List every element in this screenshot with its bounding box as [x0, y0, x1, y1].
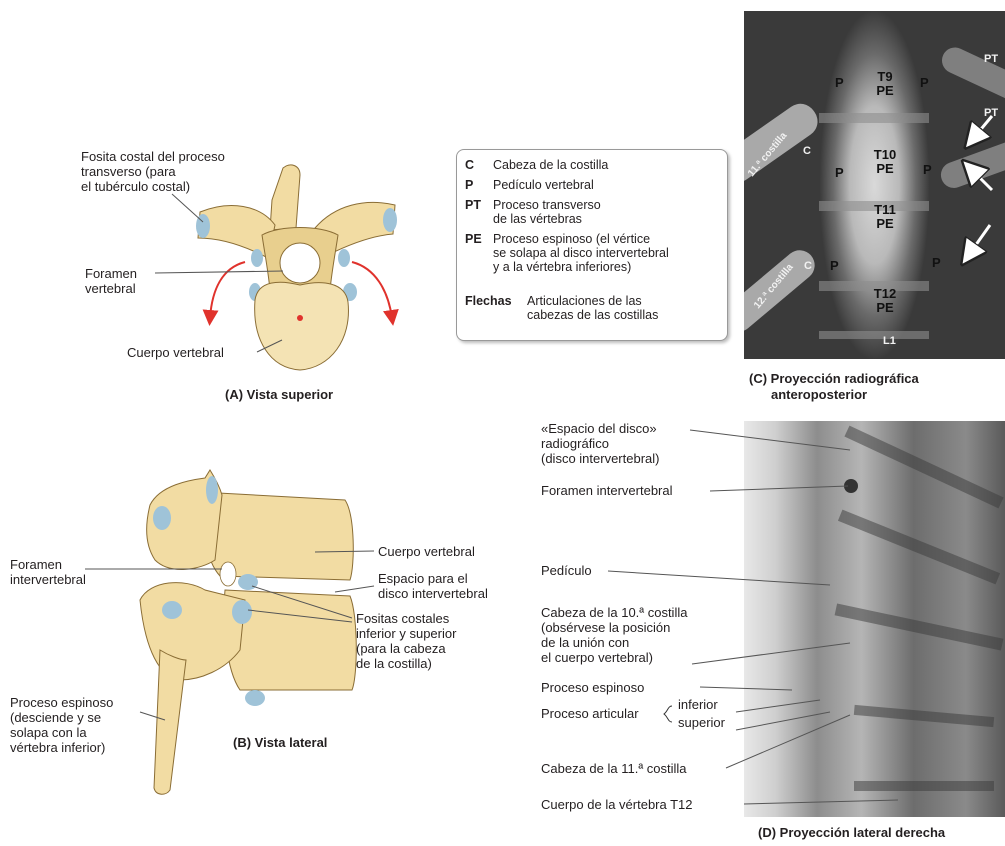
label-proceso-articular: Proceso articular [541, 706, 639, 721]
spinous-process-b [154, 650, 186, 794]
transverse-process-right [315, 202, 395, 258]
label-p-1: P [835, 76, 844, 90]
vertebral-foramen-shape [280, 243, 320, 283]
caption-panel-c: (C) Proyección radiográfica anteroposter… [749, 371, 919, 403]
label-cabeza-10-costilla: Cabeza de la 10.ª costilla (obsérvese la… [541, 605, 687, 665]
legend-item-c: C Cabeza de la costilla [465, 158, 474, 172]
label-proceso-espinoso-d: Proceso espinoso [541, 680, 644, 695]
transverse-process-left [198, 206, 275, 258]
label-proceso-espinoso-b: Proceso espinoso (desciende y se solapa … [10, 695, 113, 755]
vertebral-body-a [255, 282, 349, 370]
costal-facet-right [383, 208, 397, 232]
legend-box: C Cabeza de la costilla P Pedículo verte… [456, 149, 728, 341]
label-foramen-intervertebral-b: Foramen intervertebral [10, 557, 86, 587]
label-fosita-costal: Fosita costal del proceso transverso (pa… [81, 149, 225, 194]
label-cabeza-11-costilla: Cabeza de la 11.ª costilla [541, 761, 687, 776]
label-p-4: P [923, 163, 932, 177]
label-fositas-costales: Fositas costales inferior y superior (pa… [356, 611, 456, 671]
legend-item-pt: PT Proceso transverso de las vértebras [465, 198, 481, 212]
label-foramen-intervertebral-d: Foramen intervertebral [541, 483, 673, 498]
label-pediculo: Pedículo [541, 563, 592, 578]
label-p-6: P [932, 256, 941, 270]
costal-facet-left [196, 214, 210, 238]
vertebral-body-b-lower [224, 590, 356, 690]
label-cuerpo-t12: Cuerpo de la vértebra T12 [541, 797, 693, 812]
caption-panel-d: (D) Proyección lateral derecha [758, 825, 945, 841]
label-articular-superior: superior [678, 715, 725, 730]
label-p-2: P [920, 76, 929, 90]
label-l1: L1 [883, 335, 896, 347]
label-pt-1: PT [984, 53, 998, 65]
posterior-elements-lower [140, 583, 245, 680]
label-espacio-disco-radiografico: «Espacio del disco» radiográfico (disco … [541, 421, 660, 466]
caption-panel-b: (B) Vista lateral [233, 735, 327, 751]
legend-item-pe: PE Proceso espinoso (el vértice se solap… [465, 232, 482, 246]
legend-item-p: P Pedículo vertebral [465, 178, 473, 192]
label-p-5: P [830, 259, 839, 273]
label-espacio-disco-b: Espacio para el disco intervertebral [378, 571, 488, 601]
vertebral-arch [262, 228, 338, 291]
label-cuerpo-vertebral-b: Cuerpo vertebral [378, 544, 475, 559]
caption-panel-a: (A) Vista superior [225, 387, 333, 403]
vertebral-body-b-upper [200, 492, 353, 580]
label-foramen-vertebral: Foramen vertebral [85, 266, 137, 296]
radiograph-lateral [744, 421, 1005, 817]
label-p-3: P [835, 166, 844, 180]
label-pt-2: PT [984, 107, 998, 119]
spinous-process-a [270, 165, 300, 230]
legend-item-flechas: Flechas Articulaciones de las cabezas de… [465, 294, 512, 308]
posterior-elements-upper [147, 470, 222, 569]
label-cuerpo-vertebral-a: Cuerpo vertebral [127, 345, 224, 360]
label-c-1: C [803, 145, 811, 157]
label-c-2: C [804, 260, 812, 272]
label-articular-inferior: inferior [678, 697, 718, 712]
